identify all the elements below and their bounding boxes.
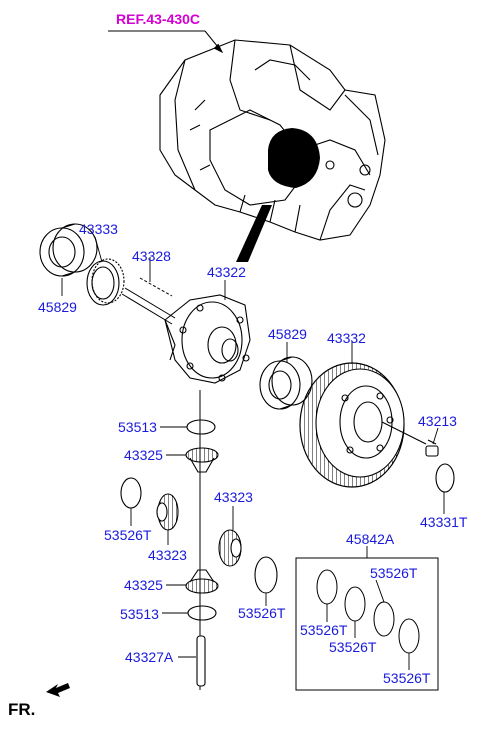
- pinion-gear-mid: [218, 529, 242, 567]
- label-45829-left: 45829: [38, 299, 77, 315]
- label-43333: 43333: [79, 221, 118, 237]
- label-45842a: 45842A: [346, 531, 395, 547]
- ref-label: REF.43-430C: [116, 11, 201, 27]
- label-43322: 43322: [207, 264, 246, 280]
- housing-opening: [268, 128, 320, 188]
- kit-label-53526t-1: 53526T: [370, 565, 418, 581]
- bearing-right: [259, 356, 313, 410]
- label-43325-bottom: 43325: [124, 577, 163, 593]
- housing-pointer: [236, 205, 272, 262]
- label-53513-top: 53513: [118, 419, 157, 435]
- label-43323-mid: 43323: [214, 489, 253, 505]
- side-gear-bottom: [185, 569, 219, 594]
- washer-53526t-left: [120, 477, 142, 509]
- front-arrow-icon: [46, 683, 70, 697]
- label-45829-right: 45829: [268, 326, 307, 342]
- label-53526t-left: 53526T: [104, 527, 152, 543]
- bearing-left: [39, 223, 98, 277]
- kit-label-53526t-2: 53526T: [300, 622, 348, 638]
- label-43325-top: 43325: [124, 447, 163, 463]
- side-gear-top: [185, 447, 219, 473]
- lock-pin: [196, 635, 206, 687]
- kit-label-53526t-4: 53526T: [383, 670, 431, 686]
- ring-gear-bolt: [381, 421, 439, 457]
- pinion-shaft: [121, 277, 176, 325]
- oil-seal: [86, 258, 125, 306]
- label-53513-bottom: 53513: [120, 606, 159, 622]
- label-43332: 43332: [327, 330, 366, 346]
- washer-43331t: [435, 463, 455, 493]
- label-43328: 43328: [132, 248, 171, 264]
- leader-lines: [61, 236, 445, 670]
- washer-53526t-mid: [254, 556, 278, 594]
- kit-label-53526t-3: 53526T: [329, 639, 377, 655]
- label-43323-left: 43323: [148, 547, 187, 563]
- transaxle-housing: [159, 39, 386, 241]
- pinion-gear-left: [156, 493, 179, 531]
- label-43327a: 43327A: [125, 649, 174, 665]
- label-43213: 43213: [418, 413, 457, 429]
- thrust-washer-bottom: [187, 605, 217, 621]
- label-53526t-mid: 53526T: [238, 605, 286, 621]
- thrust-washer-top: [186, 419, 216, 435]
- label-43331t: 43331T: [420, 514, 468, 530]
- front-direction-label: FR.: [8, 700, 36, 719]
- differential-case: [164, 294, 251, 384]
- ref-arrow: [108, 30, 224, 54]
- ring-gear: [299, 362, 405, 488]
